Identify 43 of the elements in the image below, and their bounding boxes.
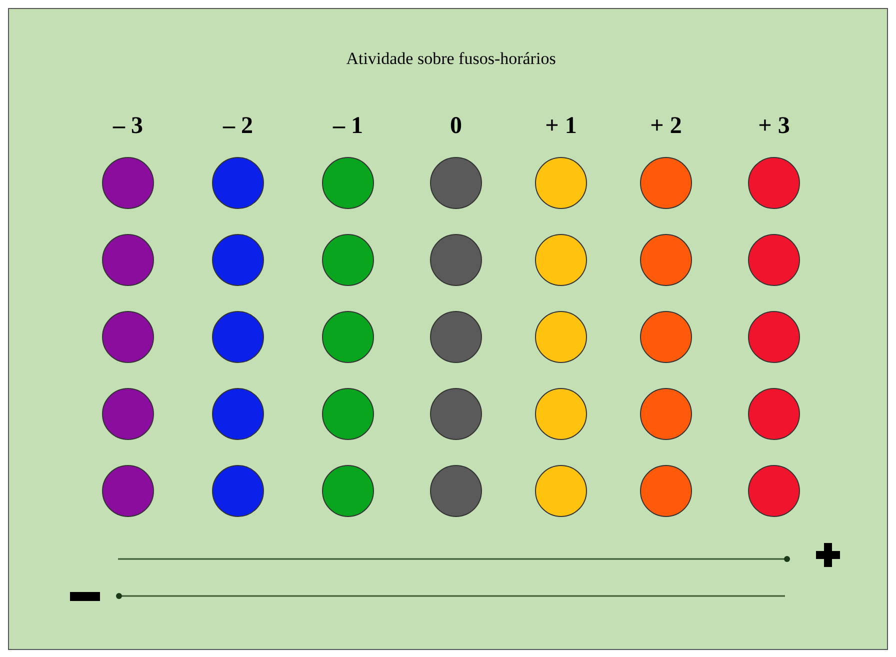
colored-circle <box>212 388 264 440</box>
colored-circle <box>748 157 800 209</box>
colored-circle <box>322 465 374 517</box>
colored-circle <box>212 465 264 517</box>
colored-circle <box>212 234 264 286</box>
colored-circle <box>102 234 154 286</box>
colored-circle <box>640 388 692 440</box>
colored-circle <box>748 234 800 286</box>
colored-circle <box>640 465 692 517</box>
colored-circle <box>535 311 587 363</box>
colored-circle <box>640 157 692 209</box>
colored-circle <box>535 465 587 517</box>
colored-circle <box>212 157 264 209</box>
colored-circle <box>535 234 587 286</box>
colored-circle <box>430 311 482 363</box>
colored-circle <box>102 388 154 440</box>
column-header: – 2 <box>223 113 253 140</box>
colored-circle <box>748 465 800 517</box>
colored-circle <box>102 465 154 517</box>
colored-circle <box>322 311 374 363</box>
column-header: 0 <box>450 113 462 140</box>
colored-circle <box>430 388 482 440</box>
column-header: + 1 <box>545 113 577 140</box>
colored-circle <box>430 234 482 286</box>
colored-circle <box>102 311 154 363</box>
colored-circle <box>640 234 692 286</box>
colored-circle <box>640 311 692 363</box>
colored-circle <box>430 157 482 209</box>
colored-circle <box>322 157 374 209</box>
colored-circle <box>748 311 800 363</box>
colored-circle <box>535 157 587 209</box>
colored-circle <box>102 157 154 209</box>
colored-circle <box>430 465 482 517</box>
column-header: – 3 <box>113 113 143 140</box>
title: Atividade sobre fusos-horários <box>346 49 556 69</box>
column-header: – 1 <box>333 113 363 140</box>
column-header: + 3 <box>758 113 790 140</box>
colored-circle <box>322 388 374 440</box>
colored-circle <box>748 388 800 440</box>
colored-circle <box>322 234 374 286</box>
column-header: + 2 <box>650 113 682 140</box>
colored-circle <box>212 311 264 363</box>
colored-circle <box>535 388 587 440</box>
